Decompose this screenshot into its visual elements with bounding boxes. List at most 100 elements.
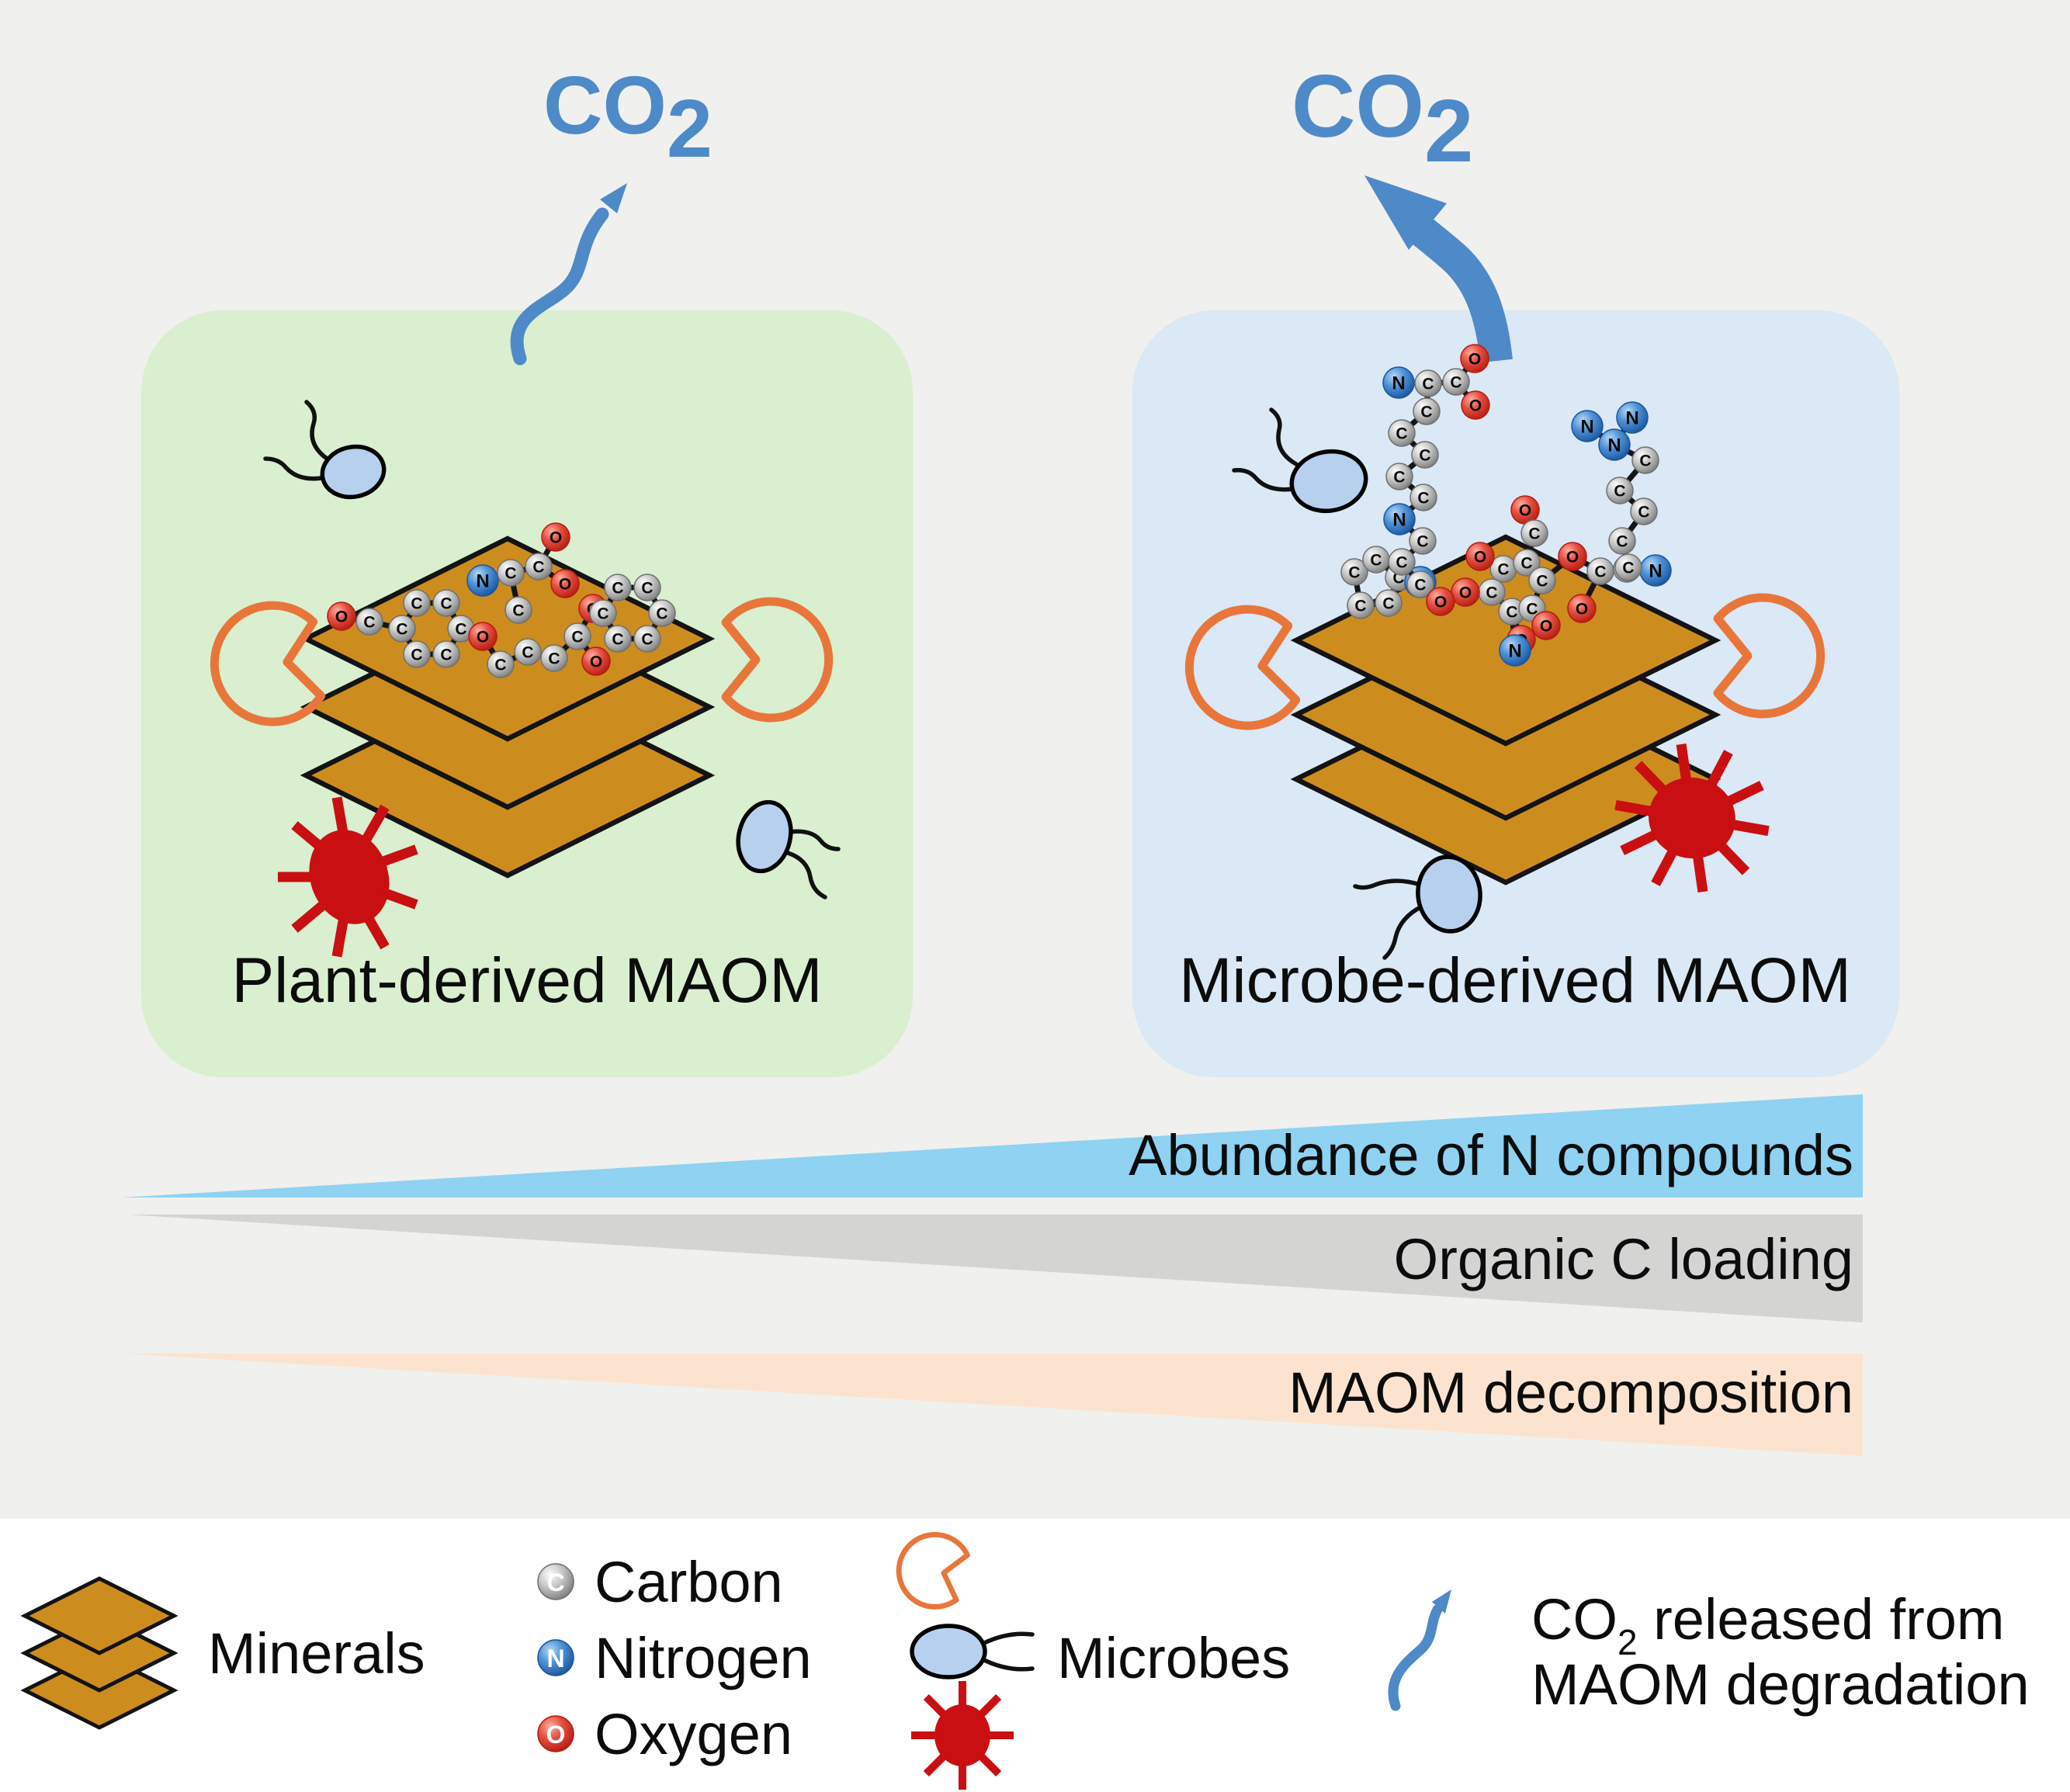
atom-symbol: C (1639, 452, 1651, 470)
c-atom-icon (1513, 549, 1541, 577)
virus-spike-icon (380, 844, 418, 867)
plant-panel-title: Plant-derived MAOM (231, 945, 822, 1016)
atom-symbol: C (1528, 525, 1540, 543)
atom-symbol: C (1506, 604, 1517, 622)
c-atom-icon (525, 553, 553, 581)
n-atom-icon (1571, 410, 1604, 442)
virus-spike-icon (1634, 761, 1669, 796)
atom-symbol: O (1468, 351, 1481, 369)
atom-symbol: C (548, 650, 560, 668)
atom-symbol: C (1622, 560, 1634, 577)
c-atom-icon (432, 589, 460, 617)
c-atom-icon (1340, 558, 1368, 586)
atom-symbol: N (1580, 417, 1593, 438)
atom-symbol: O (335, 608, 348, 626)
atom-symbol: C (612, 580, 623, 598)
o-atom-icon (1531, 611, 1561, 640)
nitrogen-symbol: N (546, 1645, 564, 1672)
atom-symbol: C (1382, 595, 1394, 613)
virus-spike-icon (362, 912, 390, 950)
c-atom-icon (403, 589, 431, 617)
virus-spike-icon (1692, 852, 1708, 893)
atom-symbol: O (1469, 397, 1482, 415)
atom-symbol: C (1354, 598, 1366, 615)
atom-symbol: N (1392, 373, 1405, 394)
o-atom-icon (327, 601, 356, 631)
virus-spike-icon (1620, 829, 1659, 855)
atom-symbol: C (455, 621, 466, 639)
c-atom-icon (589, 599, 617, 627)
atom-symbol: O (1434, 594, 1447, 612)
atom-symbol: C (1414, 577, 1426, 594)
virus-spike-icon (362, 804, 390, 842)
atom-symbol: C (440, 595, 452, 613)
atom-symbol: N (1392, 510, 1406, 531)
atom-symbol: C (641, 580, 653, 598)
c-atom-icon (1631, 446, 1659, 474)
c-atom-icon (1606, 477, 1634, 504)
o-atom-icon (1465, 542, 1495, 571)
microbe-panel: CO2 CCCCCNCCCCCCOOOCOONOCOCN NCCOOCCCCCN… (1132, 57, 1899, 1077)
plant-microbe-bottom-icon (736, 799, 841, 899)
c-atom-icon (604, 625, 632, 653)
atom-symbol: C (1616, 533, 1628, 551)
n-atom-icon (1598, 428, 1631, 461)
o-atom-icon (1461, 390, 1490, 420)
legend-minerals-icon (20, 1576, 179, 1730)
atom-symbol: C (411, 595, 422, 613)
o-atom-icon (1567, 594, 1597, 623)
bar-decomposition-label: MAOM decomposition (1288, 1360, 1853, 1425)
atom-symbol: C (1348, 564, 1360, 582)
virus-spike-icon (291, 901, 327, 933)
atom-symbol: C (440, 646, 452, 664)
bar-c-loading-label: Organic C loading (1394, 1227, 1853, 1291)
c-atom-icon (1411, 441, 1439, 469)
carbon-symbol: C (546, 1568, 564, 1596)
atom-symbol: C (1614, 483, 1625, 501)
atom-symbol: N (476, 571, 489, 592)
c-atom-icon (1614, 553, 1642, 581)
c-atom-icon (497, 559, 525, 587)
atom-symbol: C (512, 602, 524, 620)
c-atom-icon (1528, 567, 1556, 594)
atom-symbol: N (1607, 435, 1621, 456)
atom-symbol: C (597, 605, 609, 623)
atom-symbol: N (1649, 561, 1662, 582)
c-atom-icon (540, 644, 568, 672)
atom-symbol: C (411, 646, 422, 664)
atom-symbol: O (559, 576, 571, 594)
atom-symbol: O (1566, 549, 1579, 567)
legend: Minerals C Carbon N Nitrogen O Oxygen Mi… (20, 1527, 2030, 1790)
c-atom-icon (604, 574, 632, 601)
plant-panel: CO2 OCCCCCCCONCCOOCCCCCOOCCCCCC (141, 60, 913, 1077)
c-atom-icon (1385, 463, 1413, 490)
virus-spike-icon (1729, 819, 1770, 837)
legend-atom-carbon: C Carbon (537, 1550, 783, 1614)
atom-symbol: O (1474, 549, 1486, 567)
c-atom-icon (388, 615, 416, 643)
atom-symbol: C (522, 644, 533, 662)
c-atom-icon (1347, 591, 1375, 619)
oxygen-label: Oxygen (595, 1702, 792, 1766)
legend-atom-nitrogen: N Nitrogen (537, 1626, 812, 1690)
atom-symbol: C (1638, 504, 1649, 522)
plant-co2-arrow (510, 207, 609, 366)
atom-symbol: C (1370, 552, 1382, 570)
o-atom-icon (1558, 542, 1587, 571)
atom-symbol: C (571, 629, 583, 646)
legend-co2-line2: MAOM degradation (1531, 1652, 2030, 1717)
bar-c-loading (128, 1215, 1863, 1322)
atom-symbol: C (641, 631, 653, 649)
c-atom-icon (403, 640, 431, 668)
virus-spike-icon (923, 1693, 949, 1720)
c-atom-icon (1608, 527, 1636, 555)
c-atom-icon (1413, 397, 1441, 425)
atom-symbol: C (612, 631, 623, 649)
atom-symbol: C (1486, 584, 1497, 602)
background-legend (0, 1519, 2070, 1792)
n-atom-icon (1383, 503, 1416, 536)
legend-atom-oxygen: O Oxygen (537, 1702, 792, 1766)
virus-spike-icon (976, 1693, 1002, 1720)
atom-symbol: O (1459, 584, 1472, 602)
